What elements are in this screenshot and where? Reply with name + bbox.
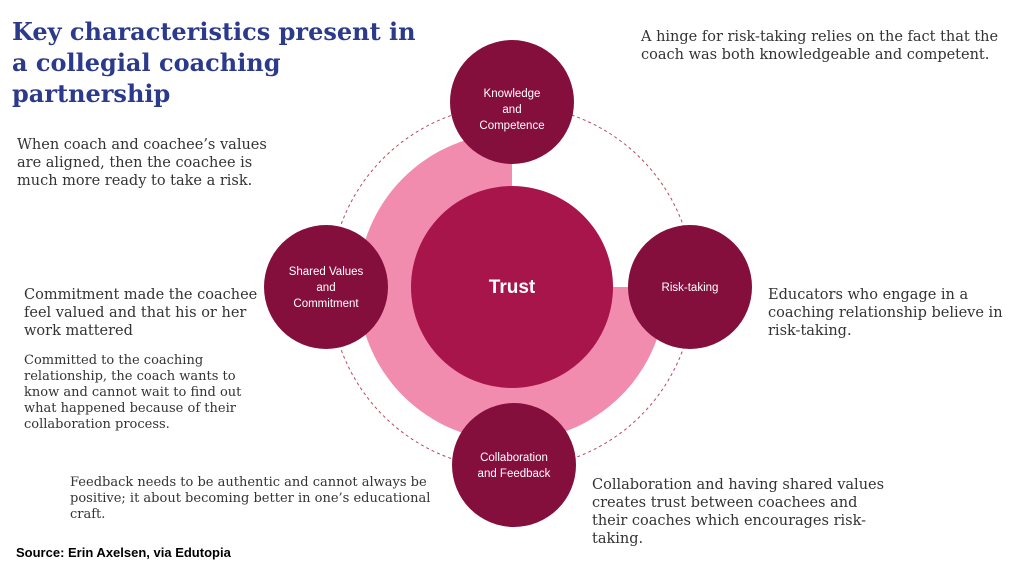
node-knowledge-label-2: and	[502, 104, 521, 116]
note-educators-risk-taking: Educators who engage in a coaching relat…	[768, 287, 1003, 339]
node-risk-label: Risk-taking	[662, 282, 719, 294]
node-shared-label-1: Shared Values	[289, 266, 364, 278]
note-collaboration: Collaboration and having shared values c…	[592, 477, 885, 547]
note-committed: Committed to the coaching relationship, …	[24, 353, 242, 432]
source-caption: Source: Erin Axelsen, via Edutopia	[16, 545, 231, 560]
note-knowledge-competence: A hinge for risk-taking relies on the fa…	[641, 29, 999, 63]
center-trust-circle	[411, 186, 613, 388]
note-commitment: Commitment made the coachee feel valued …	[24, 287, 258, 339]
node-shared-label-3: Commitment	[293, 298, 359, 310]
node-shared-values-commitment: Shared Values and Commitment	[264, 225, 388, 349]
node-risk-taking: Risk-taking	[628, 225, 752, 349]
center-trust-label: Trust	[489, 277, 536, 298]
note-feedback: Feedback needs to be authentic and canno…	[70, 475, 431, 522]
node-collab-label-1: Collaboration	[480, 452, 548, 464]
node-collaboration-feedback: Collaboration and Feedback	[452, 403, 576, 527]
node-knowledge-competence: Knowledge and Competence	[450, 40, 574, 164]
node-knowledge-label-1: Knowledge	[484, 88, 541, 100]
node-shared-label-2: and	[316, 282, 335, 294]
node-collab-label-2: and Feedback	[478, 468, 551, 480]
note-values-aligned: When coach and coachee’s values are alig…	[17, 137, 267, 189]
page-title: Key characteristics present in a collegi…	[12, 17, 416, 108]
node-knowledge-label-3: Competence	[479, 120, 544, 132]
